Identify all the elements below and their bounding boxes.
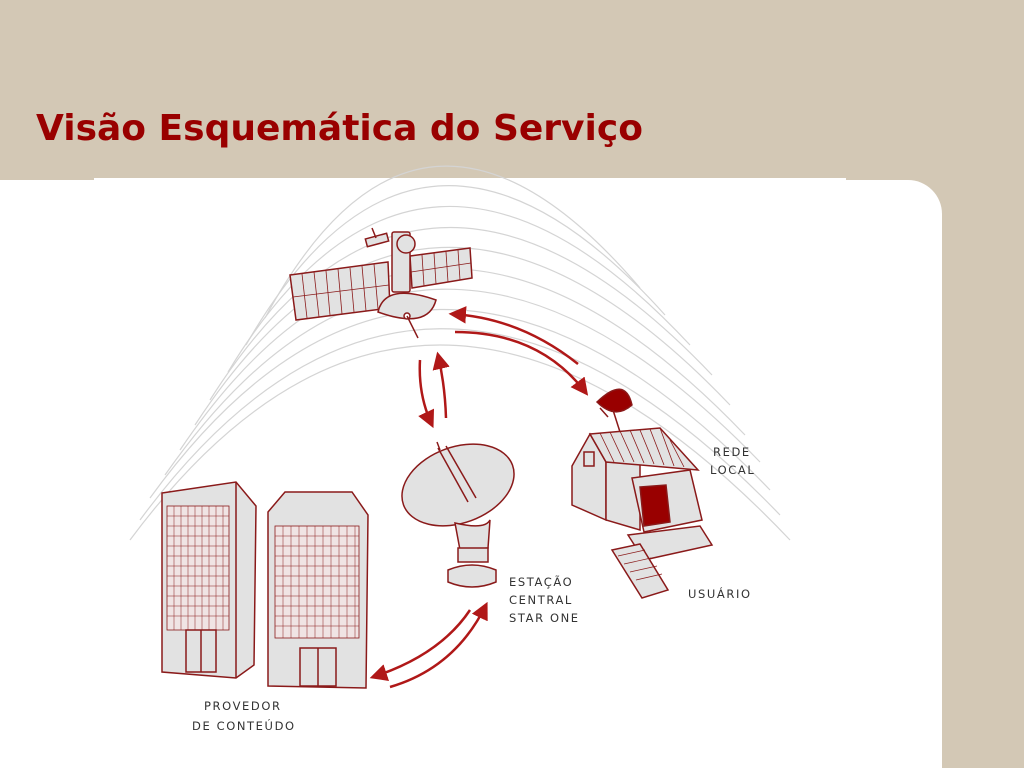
satellite-icon — [289, 227, 473, 339]
signal-arcs — [129, 165, 791, 541]
panel-top-line — [94, 178, 846, 180]
ground-station-dish-icon — [401, 441, 515, 588]
label-usuario: USUÁRIO — [688, 586, 752, 601]
label-provedor-1: PROVEDOR — [204, 699, 282, 713]
label-rede-1: REDE — [713, 445, 751, 459]
label-estacao-1: ESTAÇÃO — [509, 574, 573, 589]
office-building-icon — [161, 481, 257, 679]
signal-arrows — [369, 306, 589, 689]
label-provedor-2: DE CONTEÚDO — [192, 718, 296, 733]
label-rede-2: LOCAL — [710, 463, 755, 477]
label-estacao-3: STAR ONE — [509, 611, 580, 625]
office-building-icon — [267, 491, 369, 689]
slide-title: Visão Esquemática do Serviço — [36, 108, 643, 149]
label-estacao-2: CENTRAL — [509, 593, 573, 607]
computer-icon — [610, 469, 714, 599]
